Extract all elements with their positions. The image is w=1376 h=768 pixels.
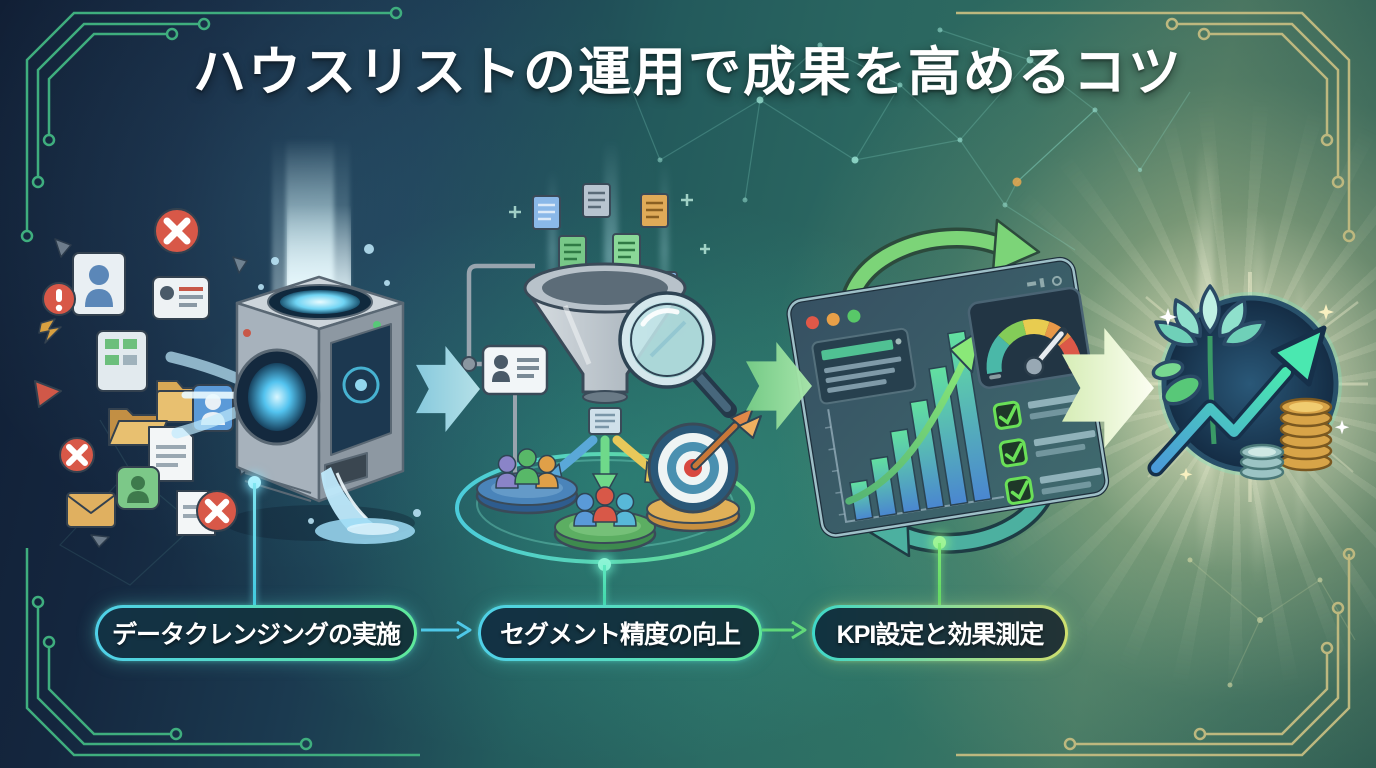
step-pill-3: KPI設定と効果測定 [812,605,1068,661]
data-cleansing-illustration [34,205,421,548]
messy-files-icons [34,208,254,548]
checklist-icon [992,392,1102,505]
id-card-icon [461,263,549,478]
connector-dot [598,558,611,571]
magnifier-icon [618,291,737,418]
green-profile-icon [116,466,160,510]
portal-glow [248,363,306,431]
segmentation-illustration [455,183,762,564]
step-arrow-icon [421,620,472,640]
error-x-icon [196,490,238,532]
connector-dot [933,536,946,549]
circuit-corner-bottom-left [25,548,420,757]
sparkle-icons [1159,304,1350,481]
error-x-icon [59,437,95,473]
check-item [1004,467,1102,505]
growth-curve-arrow-icon [845,353,970,505]
connector-line [938,543,941,605]
dart-icon [690,407,762,471]
kpi-dashboard-illustration [786,218,1110,557]
window-dots-icon [805,309,861,330]
summary-card [811,327,917,405]
target-icon [645,407,762,533]
step-label-2: セグメント精度の向上 [481,608,759,658]
connector-line [253,483,256,605]
audience-group-icon [553,486,657,553]
growth-emblem-illustration [1128,272,1368,502]
connector-line [603,565,606,605]
lotus-plant-icon [1151,284,1266,445]
coins-icon [1239,397,1333,481]
step-pill-1: データクレンジングの実施 [95,605,417,661]
light-streak [548,170,557,330]
filtered-block-icon [588,407,622,435]
window-controls-icon [1026,275,1062,288]
error-x-icon [154,208,200,254]
debris-shards [54,238,254,548]
water-droplets [258,244,421,524]
table-card-icon [96,330,148,392]
growth-arrow-icon [1147,325,1327,477]
step-label-1: データクレンジングの実施 [98,608,414,658]
gauge-icon [967,286,1092,389]
circuit-corner-top-right [956,11,1356,243]
sparkle-plus [509,194,710,254]
check-item [998,430,1096,468]
dashboard-panel [786,256,1110,538]
light-streak [660,160,669,340]
circuit-corner-top-left [20,6,403,243]
bar-chart-icon [824,329,1005,524]
contact-row-card-icon [152,276,210,320]
audience-group-icon [475,448,579,515]
envelope-icon [66,492,116,528]
contact-card-icon [72,252,126,316]
step-pill-2: セグメント精度の向上 [478,605,762,661]
page-title: ハウスリストの運用で成果を高めるコツ [193,43,1183,102]
connector-dot [248,476,261,489]
circuit-corner-bottom-right [956,548,1356,757]
cleansing-machine-icon [233,205,421,544]
warning-bubble-icon [42,282,76,316]
red-flag-icon [34,380,62,408]
lightning-icon [38,318,62,344]
step-arrow-icon [762,620,807,640]
check-item [992,392,1090,430]
step-label-3: KPI設定と効果測定 [815,608,1065,658]
